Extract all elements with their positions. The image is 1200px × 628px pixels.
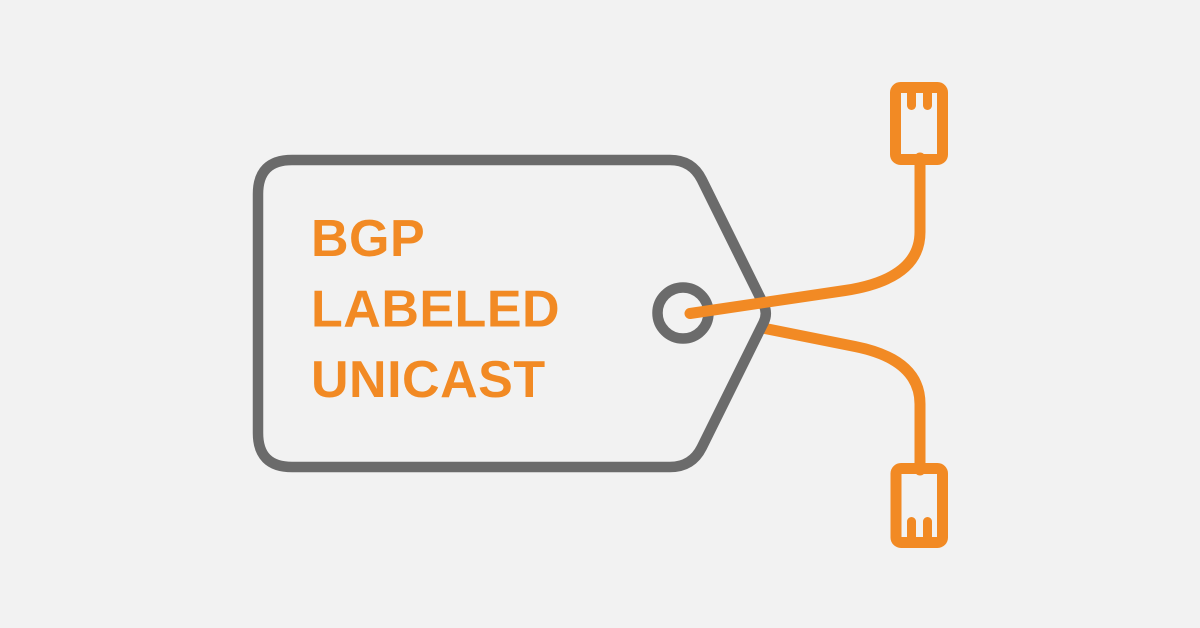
tag-label-line-3: UNICAST [311,351,546,409]
ethernet-plug-body [890,463,948,548]
ethernet-plug-icon-bottom [890,463,948,548]
ethernet-plug-body [890,82,948,165]
tag-label-line-1: BGP [311,210,425,268]
upper-cable-line [684,152,926,319]
ethernet-plug-icon-top [890,82,948,165]
tag-label-line-2: LABELED [311,281,560,339]
lower-cable-line [684,308,926,476]
price-tag-icon [252,154,772,473]
